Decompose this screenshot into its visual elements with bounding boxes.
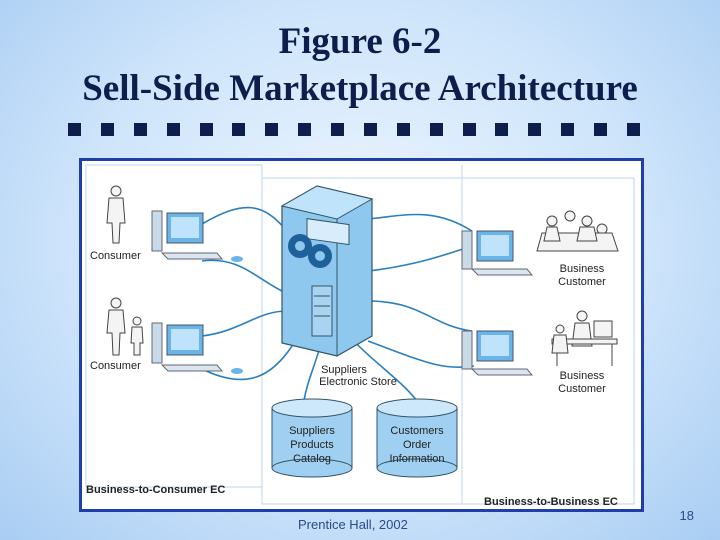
family-person-icon: [106, 297, 144, 356]
computer-icon: [461, 330, 534, 376]
computer-icon: [461, 230, 534, 276]
server-icon: [280, 185, 374, 357]
business-customer-label: Business: [560, 370, 605, 382]
computer-icon: [151, 210, 243, 262]
slide-subtitle: Sell-Side Marketplace Architecture: [82, 68, 638, 109]
catalog-label: Suppliers: [289, 425, 335, 437]
architecture-diagram: Consumer Consumer Suppliers Electronic S…: [82, 161, 641, 509]
database-icon: [376, 398, 458, 478]
page-number: 18: [679, 508, 694, 523]
business-customer-label: Business: [560, 263, 605, 275]
architecture-diagram-frame: Consumer Consumer Suppliers Electronic S…: [79, 158, 644, 512]
business-customer-label: Customer: [558, 383, 606, 395]
consumer-label: Consumer: [90, 360, 141, 372]
footer-text: Prentice Hall, 2002: [298, 517, 408, 532]
consumer-person-icon: [106, 185, 126, 244]
business-customer-label: Customer: [558, 276, 606, 288]
slide-title: Figure 6-2: [278, 21, 442, 62]
business-desk-icon: [551, 310, 618, 366]
decorative-square-row: [68, 123, 640, 137]
computer-icon: [151, 322, 243, 374]
order-info-label: Information: [389, 453, 444, 465]
order-info-label: Customers: [390, 425, 444, 437]
b2b-label: Business-to-Business EC: [484, 496, 618, 508]
database-icon: [271, 398, 353, 478]
catalog-label: Products: [290, 439, 334, 451]
order-info-label: Order: [403, 439, 431, 451]
consumer-label: Consumer: [90, 250, 141, 262]
catalog-label: Catalog: [293, 453, 331, 465]
b2c-label: Business-to-Consumer EC: [86, 484, 225, 496]
store-label: Suppliers: [321, 364, 367, 376]
business-meeting-icon: [536, 210, 619, 252]
store-label: Electronic Store: [319, 376, 397, 388]
